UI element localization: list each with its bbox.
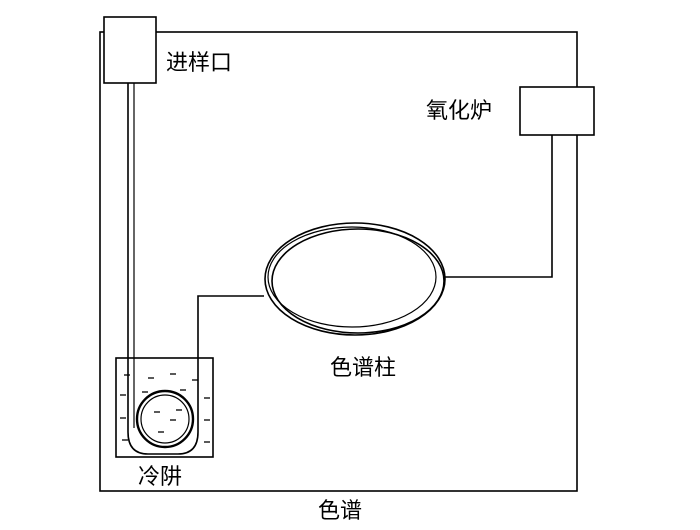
column-outlet-tube (444, 135, 553, 278)
oven-label: 氧化炉 (426, 99, 492, 124)
column-label: 色谱柱 (330, 356, 396, 381)
coolant-marks (120, 373, 210, 443)
oven-box (519, 86, 595, 136)
column-coil-3 (267, 226, 437, 328)
inlet-label: 进样口 (166, 51, 232, 76)
inlet-tube (127, 83, 264, 455)
chromatograph-label: 色谱 (318, 499, 362, 524)
inlet-box (103, 16, 157, 84)
cold-trap-coil (135, 389, 195, 449)
column-coil-1 (264, 222, 446, 336)
column-coil-2 (271, 228, 445, 334)
chromatograph-box (99, 31, 578, 492)
cold-trap-label: 冷阱 (138, 465, 182, 490)
cold-trap-coil-inner (140, 394, 190, 444)
